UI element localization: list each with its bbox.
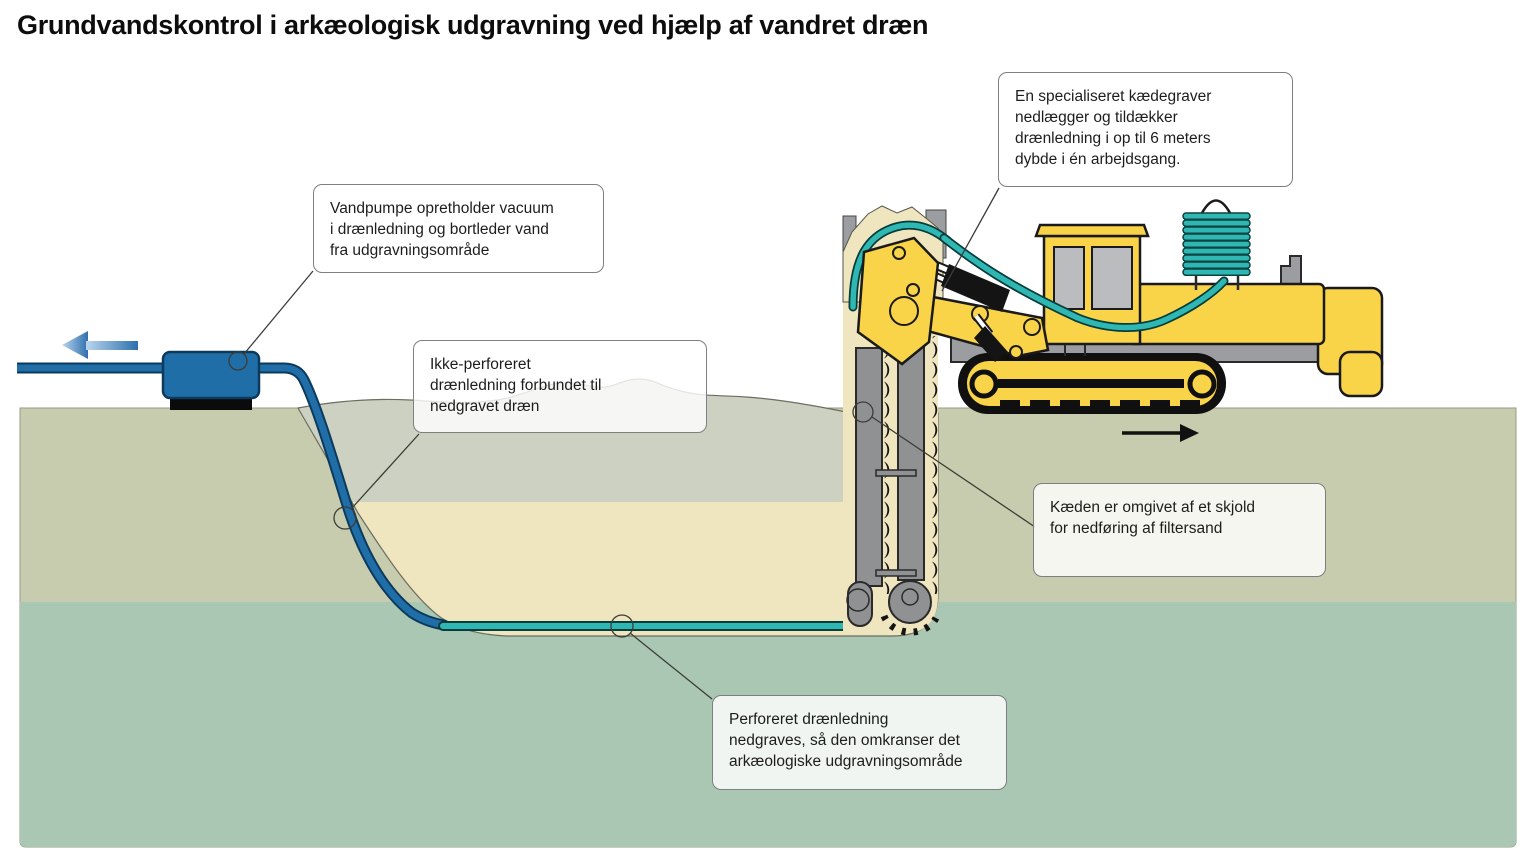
chain-teeth-left	[882, 336, 898, 594]
water-pump	[161, 350, 261, 410]
machine-direction-arrow-icon	[1122, 424, 1199, 442]
chain-bracket	[856, 236, 940, 366]
water-flow-arrow-icon	[62, 331, 138, 359]
hydraulic-cylinder	[974, 326, 1008, 362]
callout-perforated-pipe: Perforeret drænledning nedgraves, så den…	[712, 695, 1007, 790]
chain-teeth-right	[924, 336, 940, 594]
engine-body	[1126, 282, 1326, 346]
hydraulic-cylinder	[941, 264, 1010, 312]
boom-assembly	[856, 236, 1050, 366]
pipe-coil-spool	[1182, 199, 1251, 290]
chain-trencher-machine	[950, 199, 1384, 414]
leader-marker-blue-pipe	[333, 506, 357, 530]
callout-pump: Vandpumpe opretholder vacuum i drænledni…	[313, 184, 604, 273]
callout-solid-pipe-text: Ikke-perforeret drænledning forbundet ti…	[430, 356, 602, 416]
coil-handle	[1200, 199, 1232, 214]
track-lugs	[1000, 400, 1200, 413]
callout-shield: Kæden er omgivet af et skjold for nedfør…	[1033, 483, 1326, 577]
cab-window	[1091, 246, 1133, 310]
track-wheel	[969, 369, 999, 399]
leader-lines	[228, 187, 1036, 700]
cab-roof	[1034, 223, 1150, 238]
page-title: Grundvandskontrol i arkæologisk udgravni…	[17, 10, 929, 40]
pump-base	[170, 397, 252, 410]
leader-marker-perforated-pipe	[610, 614, 634, 638]
callout-solid-pipe: Ikke-perforeret drænledning forbundet ti…	[413, 340, 707, 433]
pump-body	[161, 350, 261, 400]
callout-trencher-text: En specialiseret kædegraver nedlægger og…	[1015, 88, 1212, 169]
chain-boom	[897, 331, 925, 581]
leader-marker-pump	[228, 351, 248, 371]
drain-pipe-from-coil	[939, 233, 1229, 332]
callout-pump-text: Vandpumpe opretholder vacuum i drænledni…	[330, 200, 554, 260]
track-wheel	[1187, 369, 1217, 399]
trench-chain	[846, 331, 940, 636]
leader-marker-shield	[852, 401, 874, 423]
cab-window	[1053, 246, 1085, 310]
drain-pipe-blue	[17, 362, 450, 631]
chain-shield-plate	[855, 347, 883, 587]
drain-pipe-over-mound	[848, 220, 953, 312]
callout-shield-text: Kæden er omgivet af et skjold for nedfør…	[1050, 499, 1256, 538]
callout-perforated-pipe-text: Perforeret drænledning nedgraves, så den…	[729, 711, 963, 771]
callout-trencher: En specialiseret kædegraver nedlægger og…	[998, 72, 1293, 187]
